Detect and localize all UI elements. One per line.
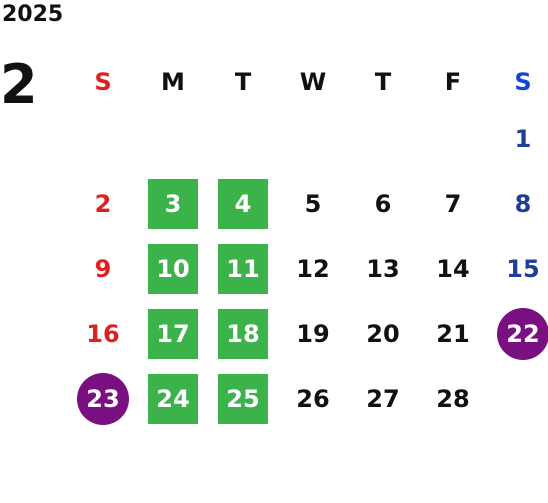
day-number: 24 bbox=[148, 373, 198, 424]
day-number: 13 bbox=[366, 254, 400, 283]
day-cell: 15 bbox=[488, 236, 548, 301]
day-cell-highlighted: 18 bbox=[208, 301, 278, 366]
week-row: 9 10 11 12 13 14 15 bbox=[68, 236, 548, 301]
day-cell-empty bbox=[348, 106, 418, 171]
day-cell: 7 bbox=[418, 171, 488, 236]
day-number: 12 bbox=[296, 254, 330, 283]
day-number: 2 bbox=[94, 189, 112, 218]
day-cell: 28 bbox=[418, 366, 488, 431]
day-number: 4 bbox=[218, 178, 268, 229]
day-number: 8 bbox=[514, 189, 532, 218]
day-number: 16 bbox=[86, 319, 120, 348]
weekday-tuesday: T bbox=[234, 68, 252, 96]
day-number: 6 bbox=[374, 189, 392, 218]
day-cell: 9 bbox=[68, 236, 138, 301]
day-number: 5 bbox=[304, 189, 322, 218]
weekday-thursday: T bbox=[374, 68, 392, 96]
day-cell-highlighted: 3 bbox=[138, 171, 208, 236]
weekday-header-row: S M T W T F S bbox=[68, 58, 548, 106]
day-number: 15 bbox=[506, 254, 540, 283]
day-cell: 16 bbox=[68, 301, 138, 366]
day-cell: 5 bbox=[278, 171, 348, 236]
day-cell: 14 bbox=[418, 236, 488, 301]
day-cell: 26 bbox=[278, 366, 348, 431]
day-cell: 19 bbox=[278, 301, 348, 366]
day-number: 21 bbox=[436, 319, 470, 348]
day-number: 22 bbox=[497, 307, 548, 360]
day-cell: 1 bbox=[488, 106, 548, 171]
day-cell: 20 bbox=[348, 301, 418, 366]
day-number: 14 bbox=[436, 254, 470, 283]
weekday-monday: M bbox=[161, 68, 185, 96]
day-number: 9 bbox=[94, 254, 112, 283]
calendar-grid: S M T W T F S 1 2 3 4 5 6 7 8 9 10 11 12… bbox=[68, 58, 548, 431]
weekday-wednesday: W bbox=[299, 68, 327, 96]
day-number: 23 bbox=[77, 372, 129, 425]
day-cell-circled: 22 bbox=[488, 301, 548, 366]
day-number: 11 bbox=[218, 243, 268, 294]
day-cell: 6 bbox=[348, 171, 418, 236]
month-number: 2 bbox=[0, 53, 38, 116]
day-cell-empty bbox=[68, 106, 138, 171]
day-cell-circled: 23 bbox=[68, 366, 138, 431]
day-cell-empty bbox=[138, 106, 208, 171]
day-cell-highlighted: 4 bbox=[208, 171, 278, 236]
day-number: 26 bbox=[296, 384, 330, 413]
day-cell-highlighted: 24 bbox=[138, 366, 208, 431]
day-cell-empty bbox=[208, 106, 278, 171]
day-number: 20 bbox=[366, 319, 400, 348]
day-number: 17 bbox=[148, 308, 198, 359]
week-row: 16 17 18 19 20 21 22 bbox=[68, 301, 548, 366]
day-number: 19 bbox=[296, 319, 330, 348]
year-label: 2025 bbox=[2, 2, 64, 27]
day-number: 27 bbox=[366, 384, 400, 413]
day-cell: 21 bbox=[418, 301, 488, 366]
day-number: 7 bbox=[444, 189, 462, 218]
day-cell: 8 bbox=[488, 171, 548, 236]
day-cell: 2 bbox=[68, 171, 138, 236]
day-number: 1 bbox=[514, 124, 532, 153]
day-cell-empty bbox=[278, 106, 348, 171]
day-cell-highlighted: 10 bbox=[138, 236, 208, 301]
day-cell-highlighted: 11 bbox=[208, 236, 278, 301]
weekday-sunday: S bbox=[94, 68, 112, 96]
week-row: 2 3 4 5 6 7 8 bbox=[68, 171, 548, 236]
week-row: 23 24 25 26 27 28 bbox=[68, 366, 548, 431]
day-cell-empty bbox=[418, 106, 488, 171]
day-number: 25 bbox=[218, 373, 268, 424]
day-cell: 13 bbox=[348, 236, 418, 301]
day-cell-highlighted: 25 bbox=[208, 366, 278, 431]
week-row: 1 bbox=[68, 106, 548, 171]
day-cell-empty bbox=[488, 366, 548, 431]
day-number: 28 bbox=[436, 384, 470, 413]
day-number: 3 bbox=[148, 178, 198, 229]
day-number: 18 bbox=[218, 308, 268, 359]
day-cell-highlighted: 17 bbox=[138, 301, 208, 366]
day-cell: 27 bbox=[348, 366, 418, 431]
weekday-friday: F bbox=[444, 68, 462, 96]
day-cell: 12 bbox=[278, 236, 348, 301]
weekday-saturday: S bbox=[514, 68, 532, 96]
day-number: 10 bbox=[148, 243, 198, 294]
